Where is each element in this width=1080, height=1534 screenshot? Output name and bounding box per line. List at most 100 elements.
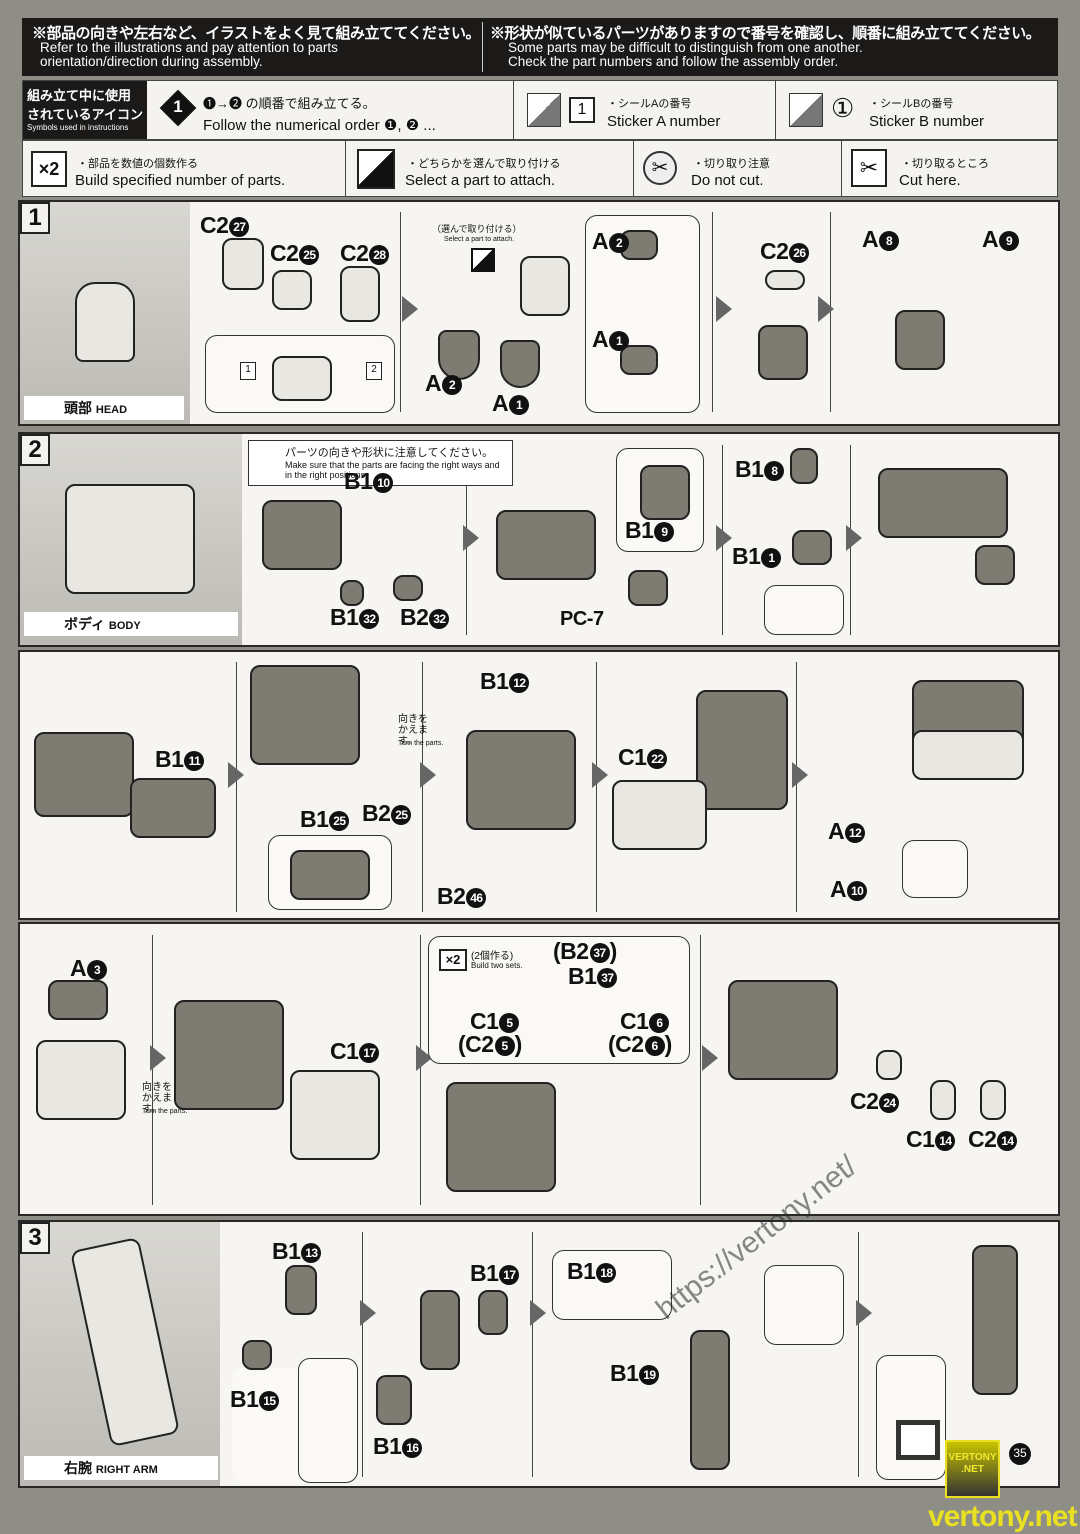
- part-code: B2: [400, 604, 429, 630]
- sticker-detail-box: 1 2: [205, 335, 395, 413]
- part-illustration: [478, 1290, 508, 1335]
- part-code: C2: [760, 238, 789, 264]
- step-number: 2: [20, 434, 50, 466]
- part-number: 2: [609, 233, 630, 253]
- sticker-a-icon: [527, 93, 561, 127]
- part-code: B1: [735, 456, 764, 482]
- arm-illustration: [69, 1236, 181, 1448]
- tag-en: HEAD: [95, 404, 128, 416]
- part-code: A: [862, 226, 879, 252]
- part-number: 46: [466, 888, 487, 908]
- part-code: B1: [300, 806, 329, 832]
- part-code: B1: [272, 1238, 301, 1264]
- part-code: B2: [437, 883, 466, 909]
- header-banner: ※部品の向きや左右など、イラストをよく見て組み立ててください。 Refer to…: [22, 18, 1058, 76]
- turn-parts-jp: 向きを かえます。: [142, 1082, 172, 1115]
- part-illustration: [340, 580, 364, 606]
- part-illustration: [222, 238, 264, 290]
- header-right-en1: Some parts may be difficult to distingui…: [508, 40, 863, 55]
- part-code: C1: [620, 1008, 649, 1034]
- sticker-a-en: Sticker A number: [607, 113, 721, 130]
- divider: [775, 81, 776, 139]
- part-code: C1: [906, 1126, 935, 1152]
- part-code: ): [609, 938, 618, 964]
- part-illustration: [628, 570, 668, 606]
- part-illustration: [758, 325, 808, 380]
- part-code: B1: [568, 963, 597, 989]
- part-code: C1: [470, 1008, 499, 1034]
- part-number: 17: [499, 1265, 520, 1285]
- part-illustration: [340, 266, 380, 322]
- arm-thumbnail: [20, 1222, 220, 1486]
- sticker-b-number-icon: ①: [831, 93, 855, 123]
- part-detail-box: [902, 840, 968, 898]
- select-jp: ・どちらかを選んで取り付ける: [407, 158, 561, 170]
- part-code: ): [514, 1031, 523, 1057]
- part-illustration: [912, 730, 1024, 780]
- part-illustration: [290, 850, 370, 900]
- part-code: ): [664, 1031, 673, 1057]
- legend-title-jp2: されているアイコン: [27, 107, 143, 122]
- part-illustration: [640, 465, 690, 520]
- part-illustration: [728, 980, 838, 1080]
- next-arrow-icon: [846, 525, 862, 551]
- sticker-b-icon: [789, 93, 823, 127]
- part-illustration: [972, 1245, 1018, 1395]
- part-illustration: [790, 448, 818, 484]
- part-number: 1: [609, 331, 630, 351]
- part-number: 1: [509, 395, 530, 415]
- part-illustration: [520, 256, 570, 316]
- part-illustration: [980, 1080, 1006, 1120]
- turn-parts-en: Turn the parts.: [142, 1108, 188, 1115]
- part-code: C2: [270, 240, 299, 266]
- part-code: A: [70, 955, 87, 981]
- part-illustration: [48, 980, 108, 1020]
- sticker-b-jp: ・シールBの番号: [869, 98, 954, 110]
- section-tag-head: 頭部 HEAD: [24, 396, 184, 420]
- part-number: 14: [935, 1131, 956, 1151]
- part-number: 25: [391, 805, 412, 825]
- head-illustration: [75, 282, 135, 362]
- head-thumbnail: [20, 202, 190, 424]
- part-illustration: [975, 545, 1015, 585]
- part-number: 16: [402, 1438, 423, 1458]
- part-number: 10: [847, 881, 868, 901]
- caution-en: Make sure that the parts are facing the …: [285, 460, 500, 480]
- divider: [482, 22, 483, 72]
- part-number: 22: [647, 749, 668, 769]
- part-code: A: [592, 326, 609, 352]
- part-number: 3: [87, 960, 108, 980]
- part-code: (C2: [608, 1031, 644, 1057]
- part-illustration: [290, 1070, 380, 1160]
- part-number: 32: [429, 609, 450, 629]
- part-number: 32: [359, 609, 380, 629]
- part-number: 18: [596, 1263, 617, 1283]
- part-illustration: [438, 330, 480, 380]
- sticker-frame: [896, 1420, 940, 1460]
- part-illustration: [765, 270, 805, 290]
- vertony-logo: VERTONY .NET: [945, 1440, 1000, 1498]
- part-code: B1: [732, 543, 761, 569]
- divider: [858, 1232, 859, 1477]
- tag-jp: 右腕: [64, 1460, 92, 1476]
- tag-en: BODY: [108, 620, 141, 632]
- part-number: 6: [644, 1036, 665, 1056]
- part-illustration: [130, 778, 216, 838]
- part-code: C1: [618, 744, 647, 770]
- part-code: B1: [610, 1360, 639, 1386]
